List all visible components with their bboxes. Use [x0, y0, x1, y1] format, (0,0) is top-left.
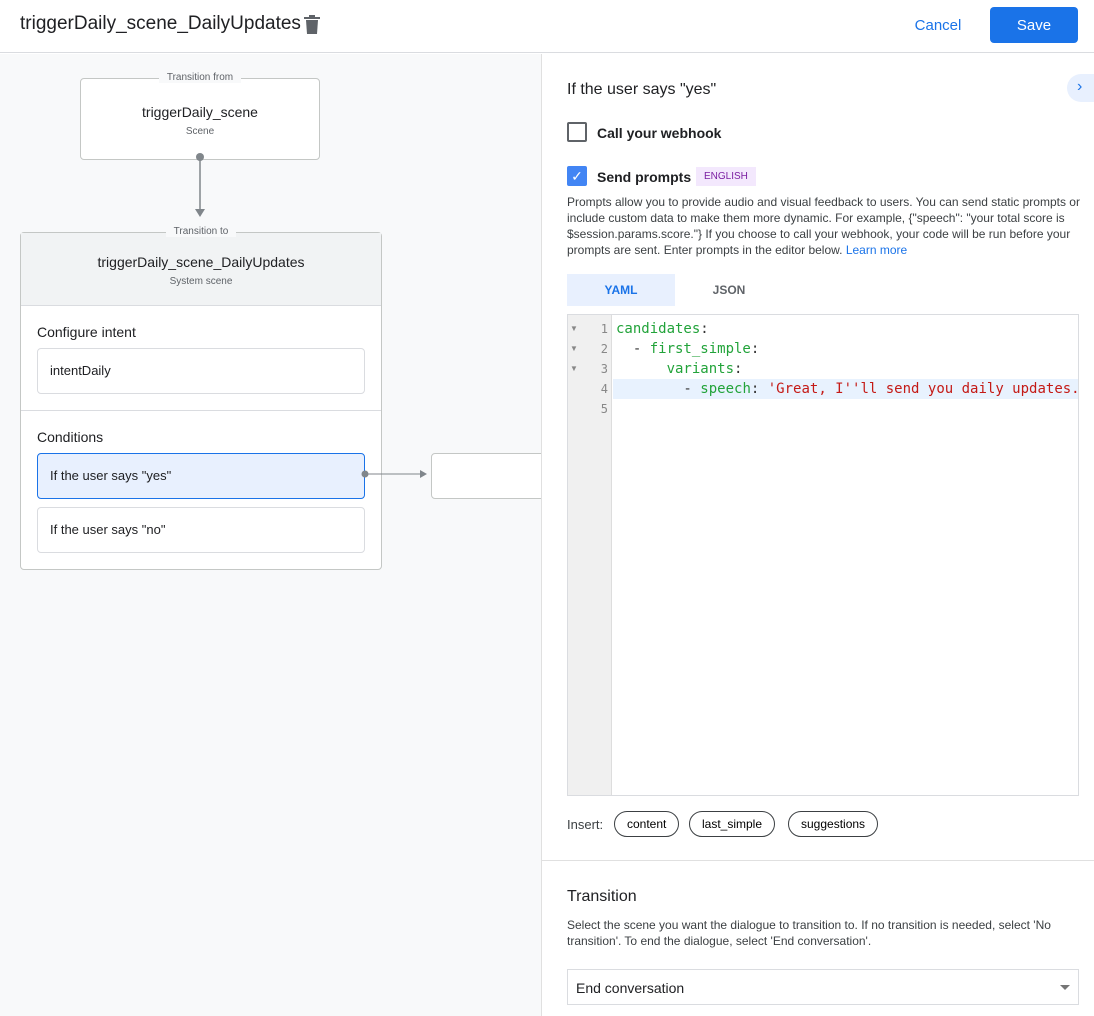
prompts-label: Send prompts [597, 169, 692, 185]
condition-connector [361, 470, 427, 478]
intent-field[interactable]: intentDaily [37, 348, 365, 394]
learn-more-link[interactable]: Learn more [845, 243, 908, 257]
trash-icon[interactable] [304, 15, 320, 34]
from-scene-type: Scene [185, 126, 215, 137]
prompts-checkbox[interactable]: ✓ [567, 166, 587, 186]
flow-canvas[interactable]: Transition from triggerDaily_scene Scene… [0, 54, 541, 1016]
line-number: 1 [600, 322, 608, 336]
line-number: 5 [600, 402, 608, 416]
transition-from-legend: Transition from [158, 72, 242, 83]
insert-suggestions-chip[interactable]: suggestions [788, 811, 879, 837]
prompts-description: Prompts allow you to provide audio and v… [567, 195, 1080, 257]
fold-icon[interactable]: ▼ [570, 364, 578, 373]
transition-select[interactable]: End conversation [567, 969, 1079, 1005]
transition-title: Transition [567, 888, 637, 905]
code-line: variants: [666, 361, 743, 377]
to-scene-name: triggerDaily_scene_DailyUpdates [97, 254, 305, 270]
condition-panel: If the user says "yes" › Call your webho… [541, 54, 1094, 1016]
connector-arrow [195, 153, 205, 217]
transition-to-legend: Transition to [165, 226, 237, 237]
divider [542, 860, 1094, 861]
cancel-button[interactable]: Cancel [905, 8, 971, 42]
transition-to-node: Transition to triggerDaily_scene_DailyUp… [20, 226, 382, 570]
insert-last-simple-chip[interactable]: last_simple [689, 811, 776, 837]
tab-yaml[interactable]: YAML [567, 274, 675, 306]
panel-title: If the user says "yes" [567, 81, 717, 98]
fold-icon[interactable]: ▼ [570, 324, 578, 333]
header: triggerDaily_scene_DailyUpdates Cancel S… [0, 0, 1094, 53]
to-scene-type: System scene [169, 276, 233, 287]
chevron-right-icon[interactable]: › [1067, 74, 1094, 102]
transition-selected-value: End conversation [576, 980, 685, 996]
save-button[interactable]: Save [990, 7, 1078, 43]
conditions-label: Conditions [37, 429, 104, 445]
webhook-label: Call your webhook [597, 125, 722, 141]
webhook-checkbox[interactable] [567, 122, 587, 142]
configure-intent-label: Configure intent [37, 324, 136, 340]
line-number: 2 [600, 342, 608, 356]
insert-content-chip[interactable]: content [614, 811, 680, 837]
fold-icon[interactable]: ▼ [570, 344, 578, 353]
transition-description: Select the scene you want the dialogue t… [567, 918, 1051, 948]
transition-from-node[interactable]: Transition from triggerDaily_scene Scene [80, 72, 320, 160]
code-line: candidates: [616, 321, 709, 337]
line-number: 3 [600, 362, 608, 376]
page-title: triggerDaily_scene_DailyUpdates [20, 13, 301, 34]
code-line: - first_simple: [616, 341, 760, 357]
language-badge: ENGLISH [696, 167, 756, 186]
insert-label: Insert: [567, 817, 604, 832]
line-number: 4 [600, 382, 608, 396]
target-node[interactable] [431, 453, 541, 499]
code-editor[interactable]: 1 ▼ candidates: 2 ▼ - first_simple: 3 ▼ varian… [567, 314, 1080, 796]
condition-no[interactable]: If the user says "no" [37, 507, 365, 553]
tab-json[interactable]: JSON [712, 283, 746, 297]
condition-yes[interactable]: If the user says "yes" [37, 453, 365, 499]
dropdown-caret-icon [1060, 985, 1070, 990]
from-scene-name: triggerDaily_scene [142, 104, 258, 120]
code-line: - speech: 'Great, I''ll send you daily u… [616, 381, 1080, 397]
